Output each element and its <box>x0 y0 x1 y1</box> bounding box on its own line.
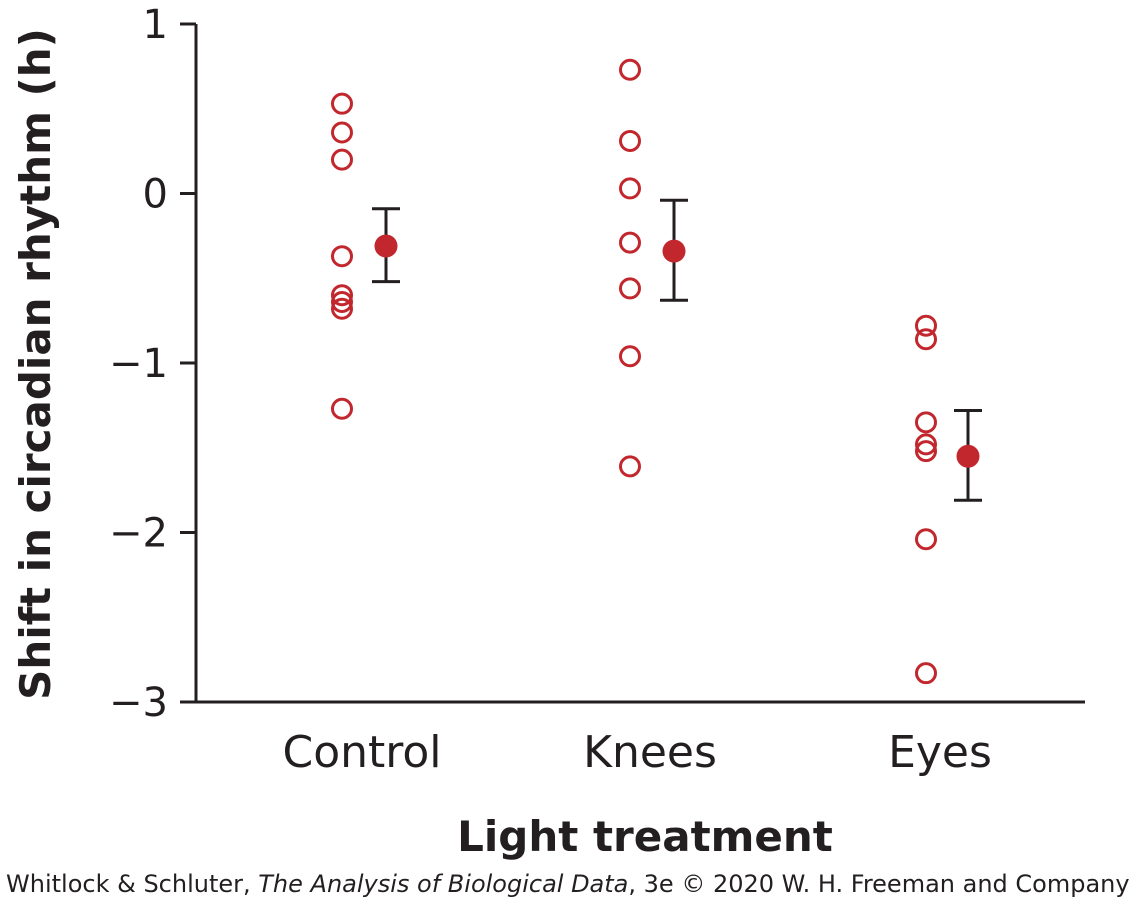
group-mean-point <box>956 444 980 468</box>
data-point <box>915 314 937 337</box>
y-tick-label: 0 <box>143 172 168 218</box>
data-point <box>331 92 353 115</box>
y-tick-label: −1 <box>109 341 168 387</box>
x-axis-category-labels: Control Knees Eyes <box>282 727 991 778</box>
data-point <box>331 284 353 307</box>
data-point <box>915 433 937 456</box>
credit-prefix: Whitlock & Schluter, <box>6 870 259 898</box>
data-point <box>331 297 353 320</box>
data-point <box>331 290 353 313</box>
data-point <box>619 58 641 81</box>
y-tick-label: −3 <box>109 680 168 726</box>
data-point <box>619 455 641 478</box>
group-mean-point <box>374 234 398 258</box>
data-marks <box>331 58 982 685</box>
data-point <box>915 528 937 551</box>
data-point <box>331 121 353 144</box>
x-axis-title: Light treatment <box>457 812 833 861</box>
data-point <box>915 328 937 351</box>
credit-book-title: The Analysis of Biological Data <box>258 870 629 898</box>
data-point <box>331 148 353 171</box>
x-category-label: Control <box>282 727 441 778</box>
data-point <box>915 662 937 685</box>
x-category-label: Knees <box>583 727 717 778</box>
y-axis-ticks: 1 0 −1 −2 −3 <box>109 2 196 726</box>
data-point <box>619 277 641 300</box>
y-tick-label: 1 <box>143 2 168 48</box>
data-point <box>619 231 641 254</box>
y-tick-label: −2 <box>109 511 168 557</box>
data-point <box>915 411 937 434</box>
data-point <box>331 245 353 268</box>
data-point <box>619 129 641 152</box>
data-point <box>915 440 937 463</box>
figure-credit: Whitlock & Schluter, The Analysis of Bio… <box>6 870 1130 898</box>
circadian-shift-chart: 1 0 −1 −2 −3 Control Knees Eyes Light treatmen… <box>11 2 1085 861</box>
data-point <box>619 177 641 200</box>
group-mean-point <box>662 239 686 263</box>
credit-suffix: , 3e © 2020 W. H. Freeman and Company <box>628 870 1130 898</box>
x-category-label: Eyes <box>888 727 992 778</box>
data-point <box>619 345 641 368</box>
y-axis-title: Shift in circadian rhythm (h) <box>11 28 60 700</box>
data-point <box>331 397 353 420</box>
